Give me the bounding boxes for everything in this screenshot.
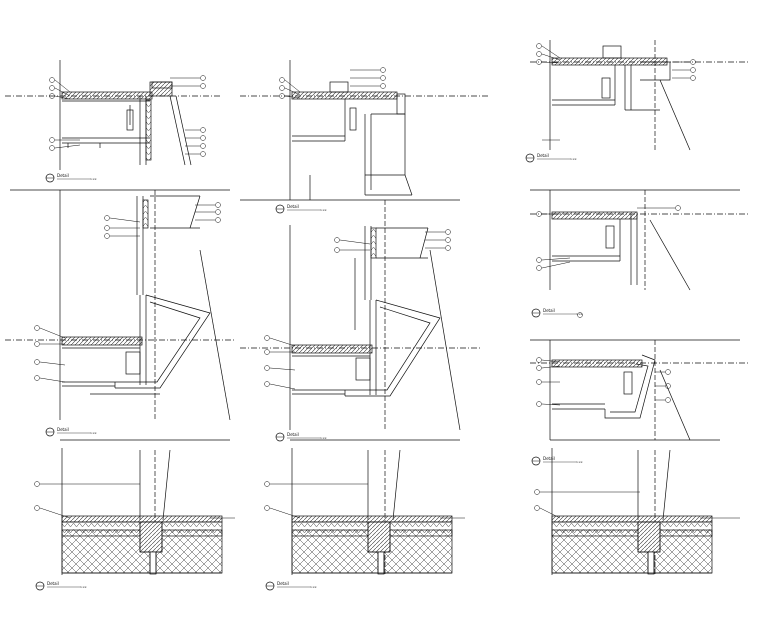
detail-scale: 1:xx (576, 460, 583, 464)
detail-title-4: Detail 1:xx (275, 204, 327, 214)
detail-label: Detail (543, 308, 555, 313)
detail-2-leaders (34, 202, 221, 383)
detail-1-roof-parapet (5, 60, 220, 170)
detail-6-leaders (264, 481, 465, 519)
detail-title-5: Detail 1:xx (275, 432, 327, 442)
detail-5-projecting-bay (240, 199, 480, 431)
detail-8-wall-slab (530, 189, 750, 291)
detail-9-leaders (536, 312, 671, 407)
detail-label: Detail (47, 581, 59, 586)
detail-label: Detail (57, 427, 69, 432)
detail-label: Detail (537, 153, 549, 158)
detail-scale: 1:xx (320, 208, 327, 212)
detail-2-projecting-bay (5, 189, 235, 421)
detail-10-leaders (534, 489, 740, 519)
detail-scale: 1:xx (80, 585, 87, 589)
detail-label: Detail (287, 432, 299, 437)
detail-3-foundation (60, 439, 230, 575)
detail-3-leaders (34, 481, 235, 519)
detail-4-leaders (279, 67, 386, 99)
detail-title-9: Detail 1:xx (531, 456, 583, 466)
detail-10-foundation (550, 439, 720, 575)
detail-title-markers: Detail 1:xx Detail 1:xx Detail 1:xx Detail 1… (35, 153, 583, 591)
detail-1-leaders (49, 75, 206, 157)
detail-label: Detail (543, 456, 555, 461)
detail-scale: 1:xx (576, 312, 583, 316)
detail-scale: 1:xx (90, 177, 97, 181)
detail-title-8: Detail 1:xx (531, 308, 583, 318)
detail-label: Detail (57, 173, 69, 178)
detail-label: Detail (277, 581, 289, 586)
detail-scale: 1:xx (90, 431, 97, 435)
detail-4-roof-canopy (240, 60, 490, 200)
detail-scale: 1:xx (310, 585, 317, 589)
detail-7-roof-canopy (530, 40, 750, 151)
detail-9-cantilever-edge (530, 339, 750, 441)
detail-scale: 1:xx (570, 157, 577, 161)
detail-title-1: Detail 1:xx (45, 173, 97, 183)
detail-title-7: Detail 1:xx (525, 153, 577, 163)
detail-title-2: Detail 1:xx (45, 427, 97, 437)
detail-title-3: Detail 1:xx (35, 581, 87, 591)
detail-label: Detail (287, 204, 299, 209)
detail-7-leaders (536, 43, 696, 141)
detail-8-leaders (536, 205, 681, 271)
detail-6-foundation (290, 439, 460, 575)
detail-5-leaders (264, 229, 451, 390)
detail-title-6: Detail 1:xx (265, 581, 317, 591)
detail-scale: 1:xx (320, 436, 327, 440)
